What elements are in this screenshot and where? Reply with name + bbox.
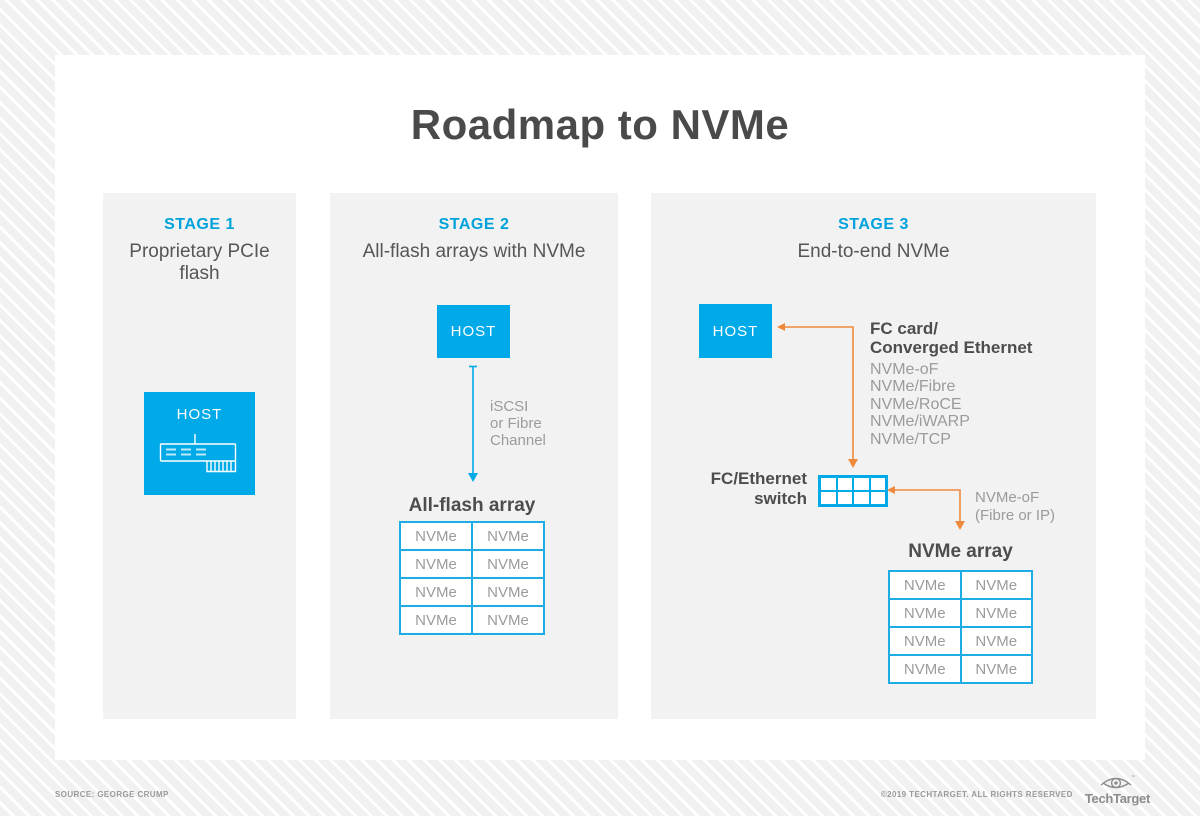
nvme-cell: NVMe (473, 607, 543, 633)
fc-ethernet-switch-label: FC/Ethernet switch (710, 469, 807, 508)
nvme-cell: NVMe (890, 600, 960, 626)
stage-2-host-label: HOST (450, 323, 497, 340)
stage-1-title: Proprietary PCIe flash (103, 241, 296, 285)
pcie-card-icon (159, 434, 237, 473)
fc-card-converged-ethernet-label: FC card/ Converged Ethernet (870, 319, 1033, 357)
techtarget-logo: ™ TechTarget (1085, 773, 1150, 806)
stage-3-title-text: End-to-end NVMe (797, 241, 950, 262)
host-to-array-arrow (468, 365, 478, 482)
nvme-cell: NVMe (401, 523, 471, 549)
svg-text:™: ™ (1131, 774, 1135, 779)
stage-1-host-label: HOST (176, 406, 223, 423)
stage-2-host-box: HOST (437, 305, 510, 358)
nvme-cell: NVMe (890, 656, 960, 682)
nvme-cell: NVMe (961, 628, 1031, 654)
source-credit: SOURCE: GEORGE CRUMP (55, 790, 169, 799)
page-title: Roadmap to NVMe (410, 101, 790, 148)
nvme-cell: NVMe (401, 607, 471, 633)
stage-2-title-text: All-flash arrays with NVMe (362, 241, 586, 262)
nvme-cell: NVMe (473, 579, 543, 605)
nvme-protocol-list: NVMe-oF NVMe/Fibre NVMe/RoCE NVMe/iWARP … (870, 361, 970, 448)
techtarget-logo-text: TechTarget (1084, 791, 1150, 806)
nvme-array-table: NVMe NVMe NVMe NVMe NVMe NVMe NVMe NVMe (888, 570, 1033, 684)
all-flash-array-title: All-flash array (408, 495, 536, 516)
nvme-cell: NVMe (961, 656, 1031, 682)
nvme-cell: NVMe (961, 572, 1031, 598)
iscsi-fibre-channel-label: iSCSI or Fibre Channel (490, 398, 546, 449)
stage-3-host-label: HOST (712, 322, 759, 340)
host-to-switch-arrow (777, 323, 858, 468)
footer-right-group: ©2019 TECHTARGET. ALL RIGHTS RESERVED ™ … (881, 773, 1150, 806)
nvme-cell: NVMe (401, 551, 471, 577)
nvme-cell: NVMe (890, 628, 960, 654)
nvme-of-fabric-label: NVMe-oF (Fibre or IP) (975, 489, 1056, 524)
stage-2-panel: STAGE 2 All-flash arrays with NVMe HOST … (330, 193, 618, 719)
nvme-cell: NVMe (961, 600, 1031, 626)
techtarget-eye-icon: ™ (1100, 774, 1135, 789)
stage-1-panel: STAGE 1 Proprietary PCIe flash HOST (103, 193, 296, 719)
copyright-text: ©2019 TECHTARGET. ALL RIGHTS RESERVED (880, 790, 1073, 799)
stage-2-label: STAGE 2 (438, 216, 510, 233)
stage-3-panel: STAGE 3 End-to-end NVMe HOST FC card/ Co… (651, 193, 1096, 719)
stage-1-label: STAGE 1 (164, 216, 235, 233)
nvme-cell: NVMe (890, 572, 960, 598)
stage-3-title: End-to-end NVMe (651, 241, 1096, 263)
stage-3-host-box: HOST (699, 304, 772, 358)
network-switch-icon (818, 475, 888, 507)
nvme-cell: NVMe (473, 551, 543, 577)
stage-1-title-text: Proprietary PCIe flash (129, 241, 270, 284)
content-sheet: Roadmap to NVMe STAGE 1 Proprietary PCIe… (55, 55, 1145, 760)
switch-to-array-arrow (887, 486, 965, 530)
stage-1-host-box: HOST (144, 392, 255, 495)
stage-3-label: STAGE 3 (838, 216, 909, 233)
all-flash-array-table: NVMe NVMe NVMe NVMe NVMe NVMe NVMe NVMe (399, 521, 545, 635)
stage-2-title: All-flash arrays with NVMe (330, 241, 618, 263)
nvme-cell: NVMe (473, 523, 543, 549)
nvme-cell: NVMe (401, 579, 471, 605)
nvme-array-title: NVMe array (908, 541, 1013, 562)
